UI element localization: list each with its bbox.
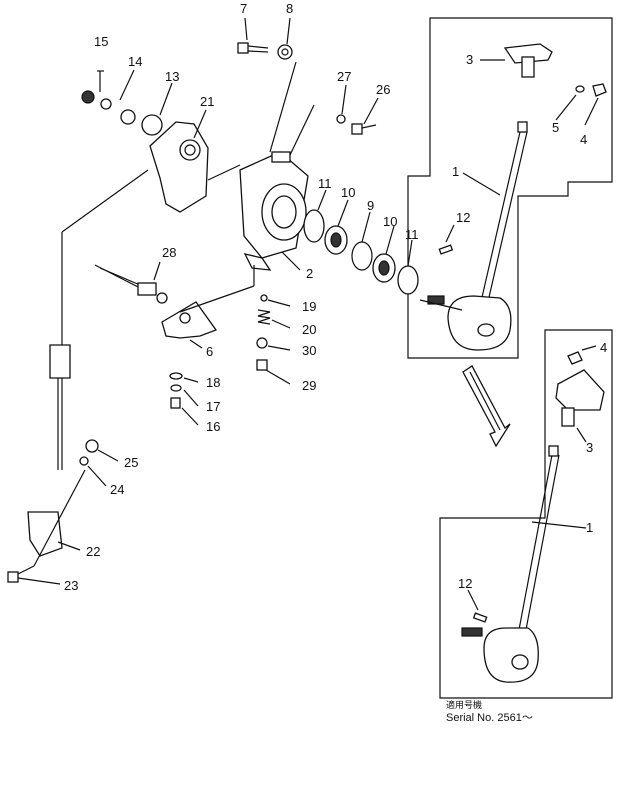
pin-part <box>438 244 454 255</box>
cam-plate-part <box>81 90 209 213</box>
inset-lever-assembly <box>461 351 605 683</box>
inset-callout-1: 1 <box>586 520 593 535</box>
inset-callout-3: 3 <box>586 440 593 455</box>
lever-rod-part <box>427 121 528 351</box>
callout-27: 27 <box>337 69 351 84</box>
callout-26: 26 <box>376 82 390 97</box>
bolt-nut-part <box>237 42 293 60</box>
callout-28: 28 <box>162 245 176 260</box>
callout-6: 6 <box>206 344 213 359</box>
callout-11b: 11 <box>405 227 419 242</box>
inset-box-lower <box>439 329 613 699</box>
callout-2: 2 <box>306 266 313 281</box>
inset-box-upper <box>407 17 613 359</box>
callout-13: 13 <box>165 69 179 84</box>
callout-23: 23 <box>64 578 78 593</box>
callout-18: 18 <box>206 375 220 390</box>
callout-1: 1 <box>452 164 459 179</box>
inset-callout-4: 4 <box>600 340 607 355</box>
callout-14: 14 <box>128 54 142 69</box>
serial-note-line1: 適用号機 <box>446 699 482 710</box>
callout-4: 4 <box>580 132 587 147</box>
callout-19: 19 <box>302 299 316 314</box>
callout-21: 21 <box>200 94 214 109</box>
callout-11a: 11 <box>318 176 332 191</box>
callout-17: 17 <box>206 399 220 414</box>
callout-16: 16 <box>206 419 220 434</box>
inset-callout-12: 12 <box>458 576 472 591</box>
callout-12: 12 <box>456 210 470 225</box>
direction-arrow <box>462 365 511 448</box>
callout-29: 29 <box>302 378 316 393</box>
main-bracket-part <box>239 151 309 271</box>
sensor-part <box>94 264 168 304</box>
callout-25: 25 <box>124 455 138 470</box>
callout-22: 22 <box>86 544 100 559</box>
callout-8: 8 <box>286 1 293 16</box>
callout-10b: 10 <box>383 214 397 229</box>
callout-7: 7 <box>240 1 247 16</box>
callout-5: 5 <box>552 120 559 135</box>
callout-30: 30 <box>302 343 316 358</box>
washer-part <box>397 265 419 295</box>
lever-knob-part <box>503 43 607 97</box>
callout-24: 24 <box>110 482 124 497</box>
callout-20: 20 <box>302 322 316 337</box>
callout-3: 3 <box>466 52 473 67</box>
snap-ring-part <box>351 241 373 271</box>
serial-note-line2: Serial No. 2561～ <box>446 712 533 724</box>
callout-9: 9 <box>367 198 374 213</box>
callout-10a: 10 <box>341 185 355 200</box>
seal-part <box>303 209 325 243</box>
control-rod-part <box>7 344 99 583</box>
callout-15: 15 <box>94 34 108 49</box>
